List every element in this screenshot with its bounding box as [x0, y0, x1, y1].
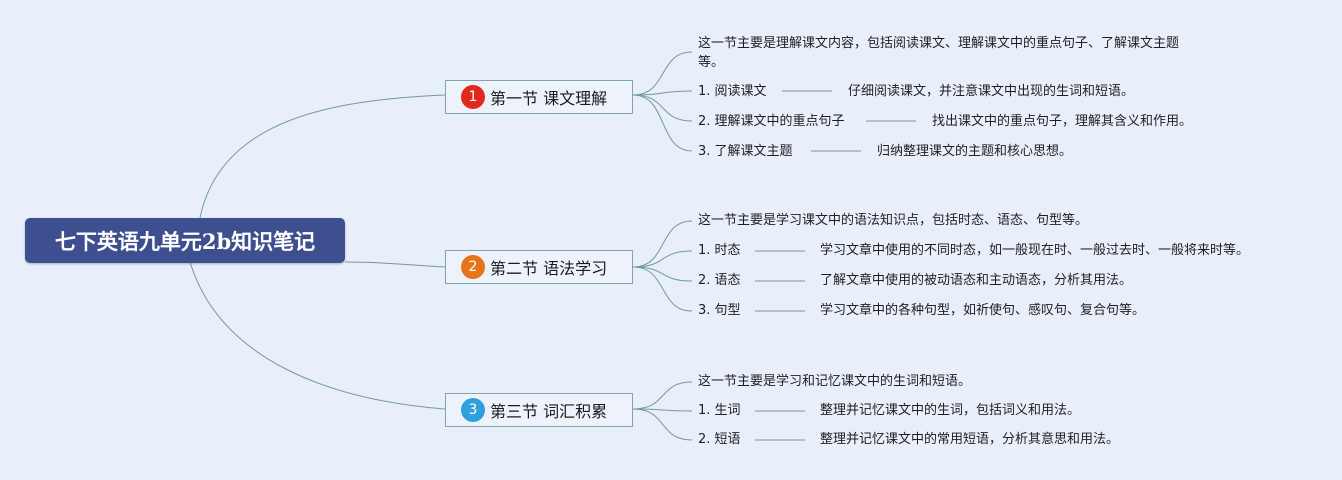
section-1-item-2-detail[interactable]: 找出课文中的重点句子，理解其含义和作用。: [932, 114, 1193, 129]
section-2-item-2-detail[interactable]: 了解文章中使用的被动语态和主动语态，分析其用法。: [820, 273, 1133, 288]
link-section-2-child-1: [632, 220, 693, 268]
section-2-item-1-detail[interactable]: 学习文章中使用的不同时态，如一般现在时、一般过去时、一般将来时等。: [820, 243, 1250, 258]
section-1-item-3-detail[interactable]: 归纳整理课文的主题和核心思想。: [877, 144, 1073, 159]
section-3-item-2-detail[interactable]: 整理并记忆课文中的常用短语，分析其意思和用法。: [820, 432, 1120, 447]
section-1-item-2-label[interactable]: 2. 理解课文中的重点句子: [698, 114, 845, 129]
link-section-2-child-4: [632, 266, 693, 312]
section-3-node[interactable]: 3 第三节 词汇积累: [445, 393, 633, 427]
link-section-2-child-2: [632, 250, 693, 268]
section-2-item-2-label[interactable]: 2. 语态: [698, 273, 741, 288]
link-root-to-section-2: [344, 261, 446, 268]
section-2-item-3-label[interactable]: 3. 句型: [698, 303, 741, 318]
section-3-intro[interactable]: 这一节主要是学习和记忆课文中的生词和短语。: [698, 374, 972, 389]
section-1-item-3-label[interactable]: 3. 了解课文主题: [698, 144, 793, 159]
section-1-node[interactable]: 1 第一节 课文理解: [445, 80, 633, 114]
link-section-3-child-1: [632, 381, 693, 410]
link-root-to-section-1: [199, 94, 446, 219]
root-topic[interactable]: 七下英语九单元2b知识笔记: [25, 218, 345, 263]
section-3-item-1-label[interactable]: 1. 生词: [698, 403, 741, 418]
root-topic-title: 七下英语九单元2b知识笔记: [54, 228, 316, 254]
link-section-3-child-3: [632, 408, 693, 441]
section-1-item-1-detail[interactable]: 仔细阅读课文，并注意课文中出现的生词和短语。: [848, 84, 1135, 99]
link-section-1-child-3: [632, 94, 693, 122]
number-2-badge-icon: 2: [461, 255, 485, 279]
link-section-1-child-1: [632, 51, 693, 96]
section-1-title: 第一节 课文理解: [490, 89, 608, 108]
number-3-badge-icon: 3: [461, 398, 485, 422]
section-3-title: 第三节 词汇积累: [490, 402, 608, 421]
section-2-title: 第二节 语法学习: [490, 259, 608, 278]
section-2-item-1-label[interactable]: 1. 时态: [698, 243, 741, 258]
section-1-intro[interactable]: 这一节主要是理解课文内容，包括阅读课文、理解课文中的重点句子、了解课文主题等。: [698, 36, 1180, 70]
link-section-1-child-4: [632, 94, 693, 152]
link-section-3-child-2: [632, 408, 693, 412]
number-1-badge-icon: 1: [461, 85, 485, 109]
link-section-1-child-2: [632, 90, 693, 96]
section-1-item-1-label[interactable]: 1. 阅读课文: [698, 84, 767, 99]
link-section-2-child-3: [632, 266, 693, 282]
link-root-to-section-3: [189, 261, 446, 410]
section-3-item-2-label[interactable]: 2. 短语: [698, 432, 741, 447]
section-3-item-1-detail[interactable]: 整理并记忆课文中的生词，包括词义和用法。: [820, 403, 1081, 418]
section-2-intro[interactable]: 这一节主要是学习课文中的语法知识点，包括时态、语态、句型等。: [698, 213, 1089, 228]
section-2-node[interactable]: 2 第二节 语法学习: [445, 250, 633, 284]
section-2-item-3-detail[interactable]: 学习文章中的各种句型，如祈使句、感叹句、复合句等。: [820, 303, 1146, 318]
